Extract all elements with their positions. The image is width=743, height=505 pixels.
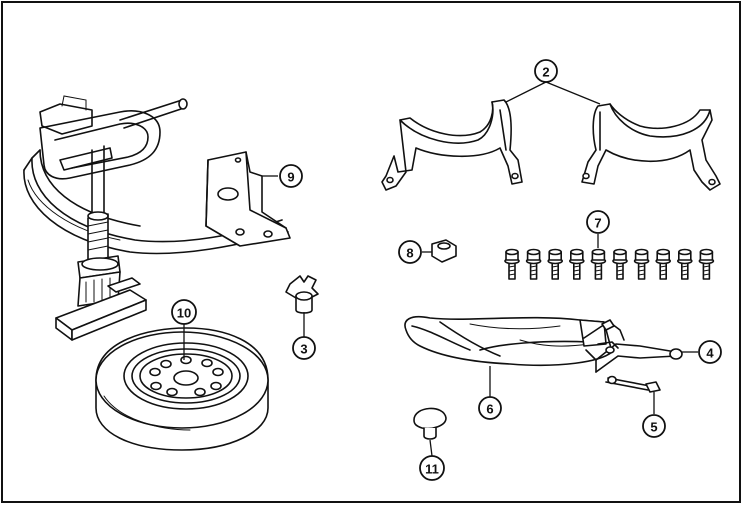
callout-label: 5 — [650, 420, 657, 435]
bolt — [568, 248, 585, 280]
bolt — [547, 248, 564, 280]
callout-6: 6 — [478, 396, 502, 420]
strap-right — [581, 103, 721, 191]
bolt — [504, 248, 520, 280]
callout-label: 2 — [542, 65, 549, 80]
bracket-9 — [205, 151, 291, 247]
bolt — [590, 248, 607, 280]
tool-bag — [404, 315, 613, 367]
callout-10: 10 — [171, 299, 197, 325]
rod-5 — [605, 375, 661, 393]
callout-5: 5 — [642, 414, 666, 438]
leader-lines — [183, 81, 698, 457]
callout-8: 8 — [398, 240, 422, 264]
strap-left — [381, 99, 523, 191]
callout-7: 7 — [586, 210, 610, 234]
callout-label: 3 — [300, 342, 307, 357]
jack-handle — [583, 319, 683, 373]
callout-label: 4 — [706, 346, 714, 361]
callout-9: 9 — [279, 164, 303, 188]
callout-label: 11 — [425, 462, 439, 477]
callout-label: 10 — [177, 306, 191, 321]
bolt — [676, 248, 693, 280]
spare-tire — [95, 327, 269, 451]
bolt — [633, 248, 650, 280]
callout-label: 6 — [486, 402, 493, 417]
callout-label: 8 — [406, 246, 413, 261]
callout-label: 9 — [287, 170, 294, 185]
plug-cap — [413, 407, 447, 440]
bolt — [525, 248, 542, 280]
callout-label: 7 — [594, 216, 601, 231]
bolt — [698, 248, 715, 280]
wheel-holes — [149, 355, 224, 397]
bolt — [655, 248, 672, 280]
jack-assembly — [23, 95, 289, 341]
wing-nut-3 — [285, 275, 319, 314]
flange-nut-8 — [431, 239, 457, 263]
bolt — [612, 248, 628, 280]
callout-2: 2 — [534, 59, 558, 83]
callout-11: 11 — [419, 455, 445, 481]
callout-3: 3 — [292, 336, 316, 360]
callout-4: 4 — [698, 340, 722, 364]
bolt-set-7 — [504, 248, 715, 280]
